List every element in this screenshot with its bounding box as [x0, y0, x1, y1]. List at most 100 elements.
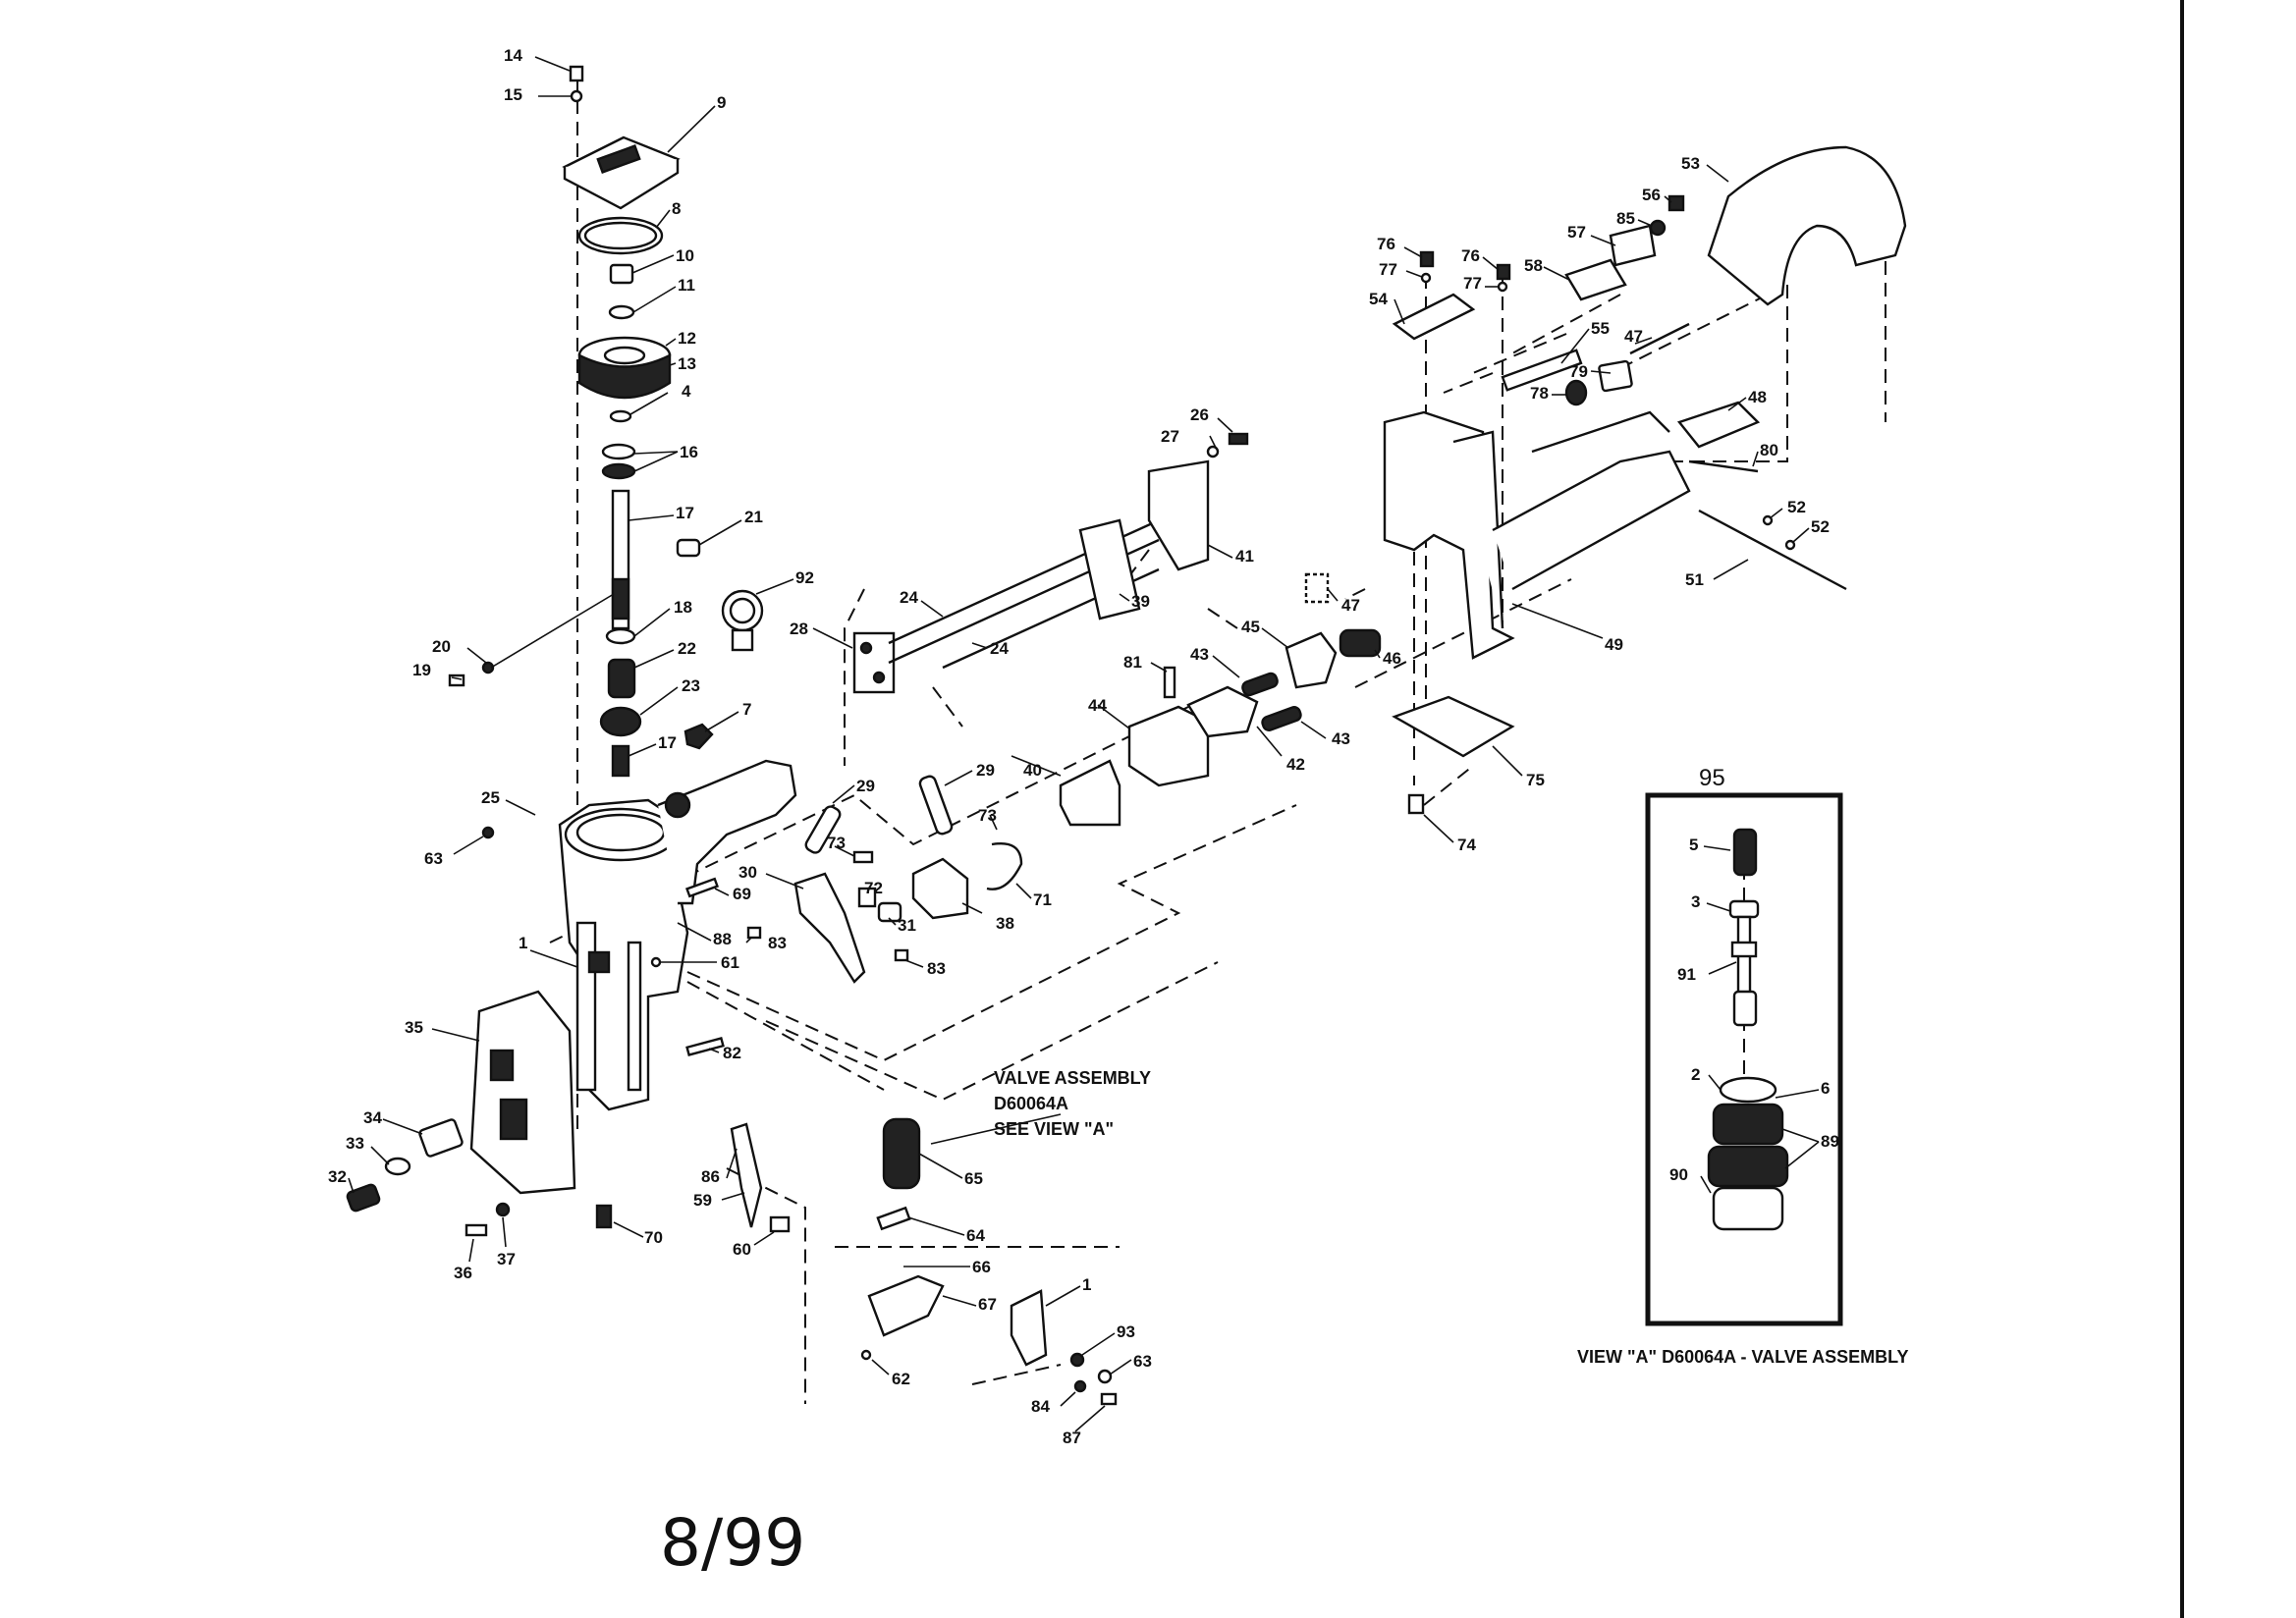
- callout-62: 62: [892, 1370, 910, 1388]
- valve-assembly-note-line1: VALVE ASSEMBLY: [994, 1068, 1151, 1088]
- callout-52b: 52: [1811, 517, 1830, 536]
- callout-31: 31: [898, 916, 916, 935]
- callout-43: 43: [1190, 645, 1209, 664]
- callout-72: 72: [864, 879, 883, 897]
- callout-7: 7: [742, 700, 751, 719]
- callout-47b: 47: [1624, 327, 1643, 346]
- callout-14: 14: [504, 46, 522, 65]
- callout-19: 19: [412, 661, 431, 679]
- callout-58: 58: [1524, 256, 1543, 275]
- callout-2: 2: [1691, 1065, 1700, 1084]
- callout-55: 55: [1591, 319, 1610, 338]
- callout-77b: 77: [1463, 274, 1482, 293]
- callout-29: 29: [856, 777, 875, 795]
- callout-52: 52: [1787, 498, 1806, 516]
- callout-49: 49: [1605, 635, 1623, 654]
- callout-44: 44: [1088, 696, 1107, 715]
- nose-guide-plate-part: [469, 990, 576, 1195]
- callout-83: 83: [768, 934, 787, 952]
- callout-64: 64: [966, 1226, 985, 1245]
- callout-66: 66: [972, 1258, 991, 1276]
- callout-63b: 63: [1133, 1352, 1152, 1371]
- callout-38: 38: [996, 914, 1014, 933]
- callout-59: 59: [693, 1191, 712, 1210]
- callout-87: 87: [1063, 1429, 1081, 1447]
- callout-76b: 76: [1461, 246, 1480, 265]
- callout-73b: 73: [978, 806, 997, 825]
- callout-34: 34: [363, 1108, 382, 1127]
- callout-1: 1: [519, 934, 527, 952]
- callout-82: 82: [723, 1044, 741, 1062]
- callout-32: 32: [328, 1167, 347, 1186]
- callout-86: 86: [701, 1167, 720, 1186]
- callout-41: 41: [1235, 547, 1254, 566]
- callout-70: 70: [644, 1228, 663, 1247]
- callout-81: 81: [1123, 653, 1142, 672]
- callout-48: 48: [1748, 388, 1767, 406]
- part-shapes: [346, 65, 1907, 1406]
- callout-65: 65: [964, 1169, 983, 1188]
- callout-16: 16: [680, 443, 698, 461]
- callout-36: 36: [454, 1264, 472, 1282]
- callout-37: 37: [497, 1250, 516, 1268]
- callout-90: 90: [1669, 1165, 1688, 1184]
- callout-26: 26: [1190, 405, 1209, 424]
- callout-71: 71: [1033, 890, 1052, 909]
- callout-63: 63: [424, 849, 443, 868]
- valve-assembly-note-line3: SEE VIEW "A": [994, 1119, 1114, 1139]
- callout-75: 75: [1526, 771, 1545, 789]
- callout-53: 53: [1681, 154, 1700, 173]
- callout-89: 89: [1821, 1132, 1839, 1151]
- callout-3: 3: [1691, 892, 1700, 911]
- callout-39: 39: [1131, 592, 1150, 611]
- callout-1b: 1: [1082, 1275, 1091, 1294]
- callout-13: 13: [678, 354, 696, 373]
- callout-17b: 17: [658, 733, 677, 752]
- callout-24: 24: [900, 588, 918, 607]
- callout-47: 47: [1341, 596, 1360, 615]
- callout-42: 42: [1286, 755, 1305, 774]
- callout-80: 80: [1760, 441, 1778, 459]
- callout-27: 27: [1161, 427, 1179, 446]
- base-plate-part: [1392, 695, 1515, 758]
- leader-lines: [348, 56, 1810, 1432]
- callout-17: 17: [676, 504, 694, 522]
- notes: VALVE ASSEMBLY D60064A SEE VIEW "A" 95 V…: [660, 765, 1908, 1581]
- callout-15: 15: [504, 85, 522, 104]
- callout-24b: 24: [990, 639, 1009, 658]
- callout-18: 18: [674, 598, 692, 617]
- callout-35: 35: [405, 1018, 423, 1037]
- callout-6: 6: [1821, 1079, 1830, 1098]
- callout-11: 11: [678, 276, 695, 295]
- callout-92: 92: [795, 568, 814, 587]
- assembly-guide-lines: [549, 79, 1886, 1404]
- inset-caption: VIEW "A" D60064A - VALVE ASSEMBLY: [1577, 1347, 1908, 1367]
- callout-54: 54: [1369, 290, 1388, 308]
- inset-frame: [1645, 792, 1843, 1326]
- callout-78: 78: [1530, 384, 1549, 403]
- callout-12: 12: [678, 329, 696, 348]
- callout-21: 21: [744, 508, 763, 526]
- callout-88: 88: [713, 930, 732, 948]
- callout-23: 23: [682, 676, 700, 695]
- callout-numbers: 14 15 9 8 10 11 12 13 4 16 17 21 20 19 1…: [328, 46, 1839, 1447]
- callout-46: 46: [1383, 649, 1401, 668]
- callout-29b: 29: [976, 761, 995, 780]
- callout-4: 4: [682, 382, 691, 401]
- callout-8: 8: [672, 199, 681, 218]
- callout-61: 61: [721, 953, 739, 972]
- callout-69: 69: [733, 885, 751, 903]
- callout-30: 30: [738, 863, 757, 882]
- callout-45: 45: [1241, 618, 1260, 636]
- callout-25: 25: [481, 788, 500, 807]
- callout-40: 40: [1023, 761, 1042, 780]
- inset-number: 95: [1699, 765, 1725, 791]
- callout-83b: 83: [927, 959, 946, 978]
- callout-77: 77: [1379, 260, 1397, 279]
- callout-51: 51: [1685, 570, 1704, 589]
- valve-assembly-part: [882, 1117, 921, 1190]
- callout-73: 73: [827, 834, 846, 852]
- callout-85: 85: [1616, 209, 1635, 228]
- inset-view-a: [1645, 792, 1843, 1326]
